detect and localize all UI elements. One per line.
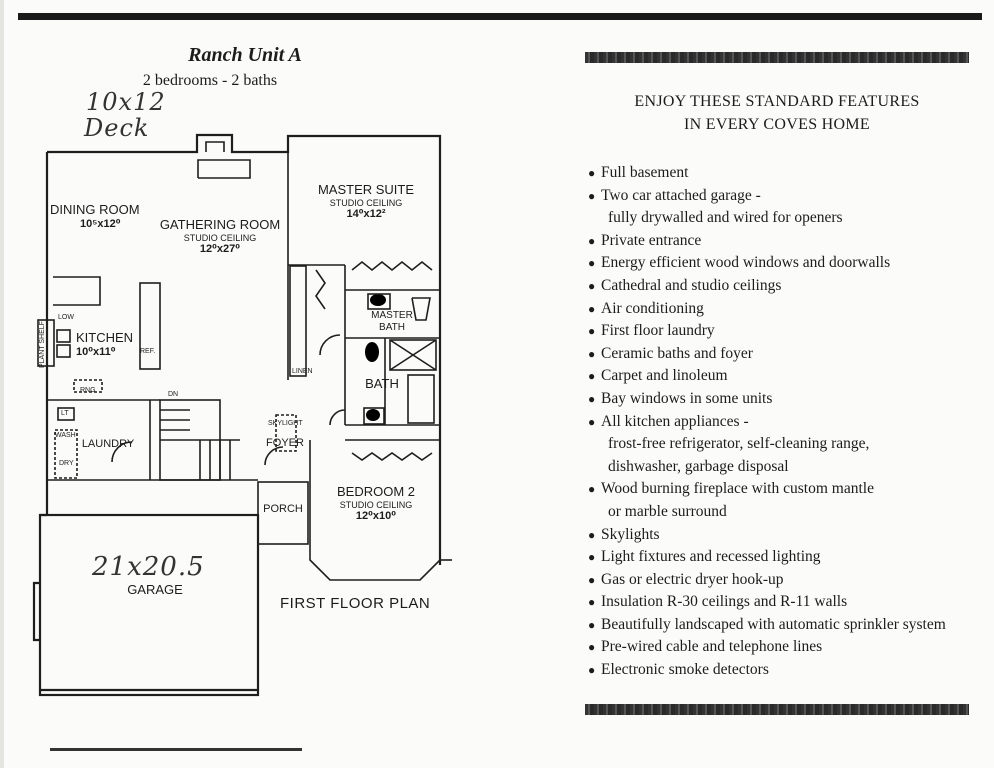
feature-text: Two car attached garage - xyxy=(601,186,761,204)
feature-text: Energy efficient wood windows and doorwa… xyxy=(601,254,891,272)
feature-text: Ceramic baths and foyer xyxy=(601,344,753,362)
lt-label: LT xyxy=(61,410,69,417)
bedroom2-dim: 12⁰x10⁰ xyxy=(355,510,397,523)
unit-title: Ranch Unit A xyxy=(188,44,302,66)
feature-continuation: frost-free refrigerator, self-cleaning r… xyxy=(608,435,870,453)
features-heading-line1: ENJOY THESE STANDARD FEATURES xyxy=(634,93,920,110)
feature-item: ●Skylights xyxy=(588,524,978,547)
feature-continuation: or marble surround xyxy=(608,502,727,520)
feature-text: Carpet and linoleum xyxy=(601,367,728,385)
wash-label: WASH xyxy=(55,432,76,439)
feature-continuation: fully drywalled and wired for openers xyxy=(608,209,843,227)
handwritten-deck-size: 10x12 xyxy=(86,88,166,116)
gathering-room-label: GATHERING ROOM STUDIO CEILING 12⁰x27⁰ xyxy=(150,217,290,256)
feature-item: ●Beautifully landscaped with automatic s… xyxy=(588,614,978,637)
rng-label: RNG xyxy=(80,387,96,394)
kitchen-dim: 10⁰x11⁰ xyxy=(76,345,116,358)
kitchen-label: KITCHEN 10⁰x11⁰ xyxy=(76,330,156,359)
floor-plan-title: FIRST FLOOR PLAN xyxy=(280,595,431,612)
feature-item: ●Energy efficient wood windows and doorw… xyxy=(588,252,978,275)
feature-item: ●Wood burning fireplace with custom mant… xyxy=(588,478,978,501)
features-heading: ENJOY THESE STANDARD FEATURES IN EVERY C… xyxy=(585,90,969,136)
dn-label: DN xyxy=(168,391,179,398)
gathering-room-dim: 12⁰x27⁰ xyxy=(199,243,241,256)
top-border-rule xyxy=(18,13,982,20)
bottom-rule xyxy=(50,748,302,751)
garage-label: GARAGE xyxy=(127,582,183,597)
feature-text: Cathedral and studio ceilings xyxy=(601,276,782,294)
feature-text: Insulation R-30 ceilings and R-11 walls xyxy=(601,593,848,611)
linen-label: LINEN xyxy=(292,368,313,375)
master-suite-ceiling: STUDIO CEILING xyxy=(329,197,403,208)
feature-text: Full basement xyxy=(601,164,689,181)
dining-room-name: DINING ROOM xyxy=(50,202,140,217)
feature-text: Gas or electric dryer hook-up xyxy=(601,570,784,588)
kitchen-name: KITCHEN xyxy=(76,330,134,345)
feature-item: ●Electronic smoke detectors xyxy=(588,659,978,682)
master-bath-label: MASTER BATH xyxy=(371,310,413,333)
feature-item: ●Carpet and linoleum xyxy=(588,365,978,388)
features-heading-line2: IN EVERY COVES HOME xyxy=(684,116,870,133)
feature-text: Air conditioning xyxy=(601,299,704,317)
feature-text: All kitchen appliances - xyxy=(601,412,749,430)
handwritten-garage-dimensions: 21x20.5 xyxy=(92,552,205,582)
dining-room-label: DINING ROOM 10⁵x12⁰ xyxy=(50,202,160,231)
bedroom2-ceiling: STUDIO CEILING xyxy=(339,499,413,510)
low-label: LOW xyxy=(58,314,74,321)
master-suite-label: MASTER SUITE STUDIO CEILING 14⁰x12² xyxy=(305,182,427,221)
master-suite-dim: 14⁰x12² xyxy=(346,208,386,221)
feature-item: ●Light fixtures and recessed lighting xyxy=(588,546,978,569)
gathering-room-ceiling: STUDIO CEILING xyxy=(183,232,257,243)
master-suite-name: MASTER SUITE xyxy=(317,182,415,197)
feature-text: Beautifully landscaped with automatic sp… xyxy=(601,615,946,633)
features-bottom-bar xyxy=(585,704,969,715)
feature-item: ●Air conditioning xyxy=(588,298,978,321)
feature-text: Wood burning fireplace with custom mantl… xyxy=(601,480,874,498)
gathering-room-name: GATHERING ROOM xyxy=(159,217,281,232)
feature-item: ●First floor laundry xyxy=(588,320,978,343)
feature-item: ●Insulation R-30 ceilings and R-11 walls xyxy=(588,591,978,614)
features-top-bar xyxy=(585,52,969,63)
feature-text: Bay windows in some units xyxy=(601,389,773,407)
dry-label: DRY xyxy=(59,460,74,467)
feature-item: ●Pre-wired cable and telephone lines xyxy=(588,636,978,659)
feature-item: ●Full basement xyxy=(588,162,978,185)
laundry-label: LAUNDRY xyxy=(81,438,135,450)
foyer-label: FOYER xyxy=(266,437,304,449)
plant-shelf-label: PLANT SHELF xyxy=(39,321,46,368)
bedroom2-label: BEDROOM 2 STUDIO CEILING 12⁰x10⁰ xyxy=(318,484,434,523)
feature-item: ●Bay windows in some units xyxy=(588,388,978,411)
feature-text: Private entrance xyxy=(601,231,702,249)
dining-room-dim: 10⁵x12⁰ xyxy=(80,217,121,230)
feature-text: Light fixtures and recessed lighting xyxy=(601,548,821,566)
bath-label: BATH xyxy=(365,376,399,391)
ref-label: REF. xyxy=(140,348,156,355)
handwritten-deck-label: Deck xyxy=(84,114,150,142)
unit-subtitle: 2 bedrooms - 2 baths xyxy=(142,72,278,89)
features-list: ●Full basement ●Two car attached garage … xyxy=(588,162,978,682)
feature-item: ●Private entrance xyxy=(588,230,978,253)
feature-continuation: dishwasher, garbage disposal xyxy=(608,457,789,475)
feature-item: ●Ceramic baths and foyer xyxy=(588,343,978,366)
feature-item: ●Cathedral and studio ceilings xyxy=(588,275,978,298)
scan-edge xyxy=(0,0,4,768)
feature-text: Skylights xyxy=(601,525,660,543)
feature-item: ●Gas or electric dryer hook-up xyxy=(588,569,978,592)
feature-text: Pre-wired cable and telephone lines xyxy=(601,638,823,656)
skylight-label: SKYLIGHT xyxy=(268,420,303,427)
feature-item: ●Two car attached garage - xyxy=(588,185,978,208)
porch-label: PORCH xyxy=(263,503,303,515)
feature-text: Electronic smoke detectors xyxy=(601,661,769,679)
feature-text: First floor laundry xyxy=(601,322,715,340)
bedroom2-name: BEDROOM 2 xyxy=(336,484,415,499)
feature-item: ●All kitchen appliances - xyxy=(588,411,978,434)
